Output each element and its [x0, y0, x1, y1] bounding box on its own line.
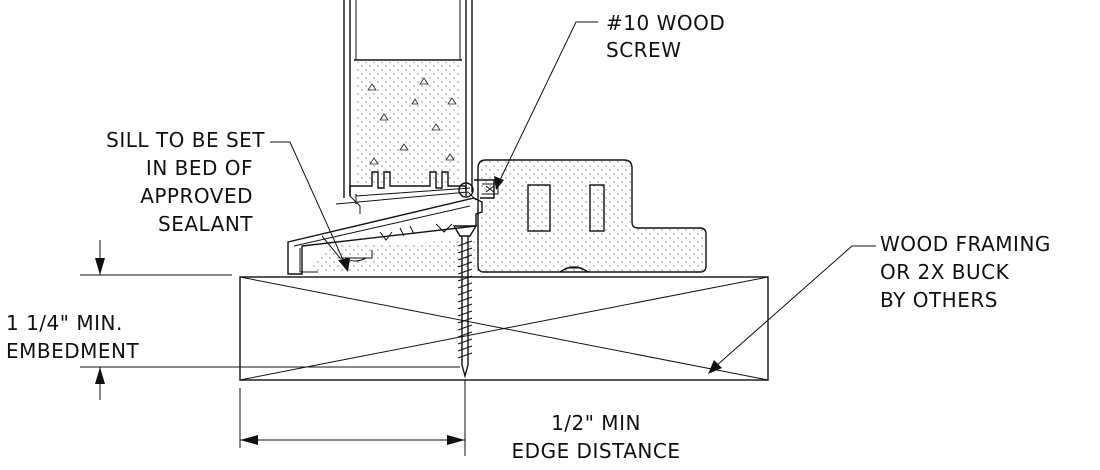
wood-framing-block	[239, 276, 769, 381]
embedment-dimension	[80, 240, 460, 400]
edge-distance-label-line1: 1/2" MIN	[551, 411, 641, 435]
glazing-frame	[343, 0, 473, 198]
sealant-bed	[312, 240, 478, 272]
framing-label-line1: WOOD FRAMING	[880, 232, 1051, 256]
sealant-label-line4: SEALANT	[158, 212, 253, 236]
screw-leader	[494, 21, 598, 190]
edge-distance-label-line2: EDGE DISTANCE	[512, 439, 681, 463]
framing-label-line3: BY OTHERS	[880, 288, 998, 312]
embedment-label-line2: EMBEDMENT	[6, 339, 140, 363]
edge-distance-dimension	[239, 380, 466, 456]
screw-label-line1: #10 WOOD	[606, 11, 725, 35]
wood-screw	[452, 225, 478, 379]
screw-label-line2: SCREW	[606, 38, 681, 62]
aluminum-sill-extrusion	[287, 191, 589, 275]
framing-leader	[708, 245, 876, 374]
sealant-leader	[270, 141, 350, 272]
sealant-label-line3: APPROVED	[140, 184, 253, 208]
sill-slot-left	[527, 184, 551, 232]
screw-clip	[458, 179, 499, 199]
framing-label-line2: OR 2X BUCK	[880, 260, 1010, 284]
sealant-label-line2: IN BED OF	[146, 156, 253, 180]
sealant-label-line1: SILL TO BE SET	[106, 128, 265, 152]
embedment-label-line1: 1 1/4" MIN.	[6, 311, 123, 335]
glass-infill	[356, 62, 460, 184]
wood-sill-block	[477, 159, 707, 273]
glazing-pockets	[349, 171, 471, 197]
sill-slot-right	[589, 184, 605, 232]
